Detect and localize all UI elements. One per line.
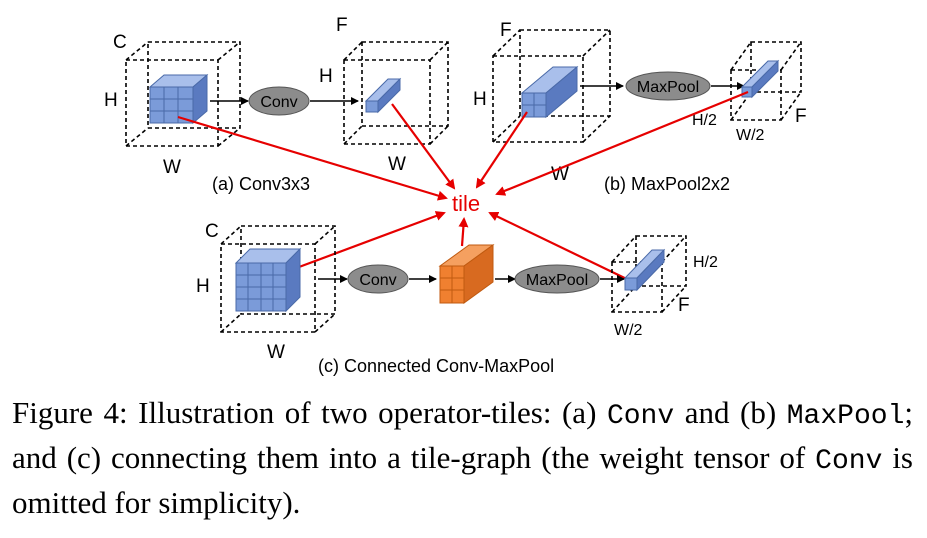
- maxpool-op-c: [514, 264, 600, 294]
- tile-label: tile: [452, 191, 480, 216]
- input-block-c: [234, 247, 302, 313]
- output-column-c: [623, 248, 666, 292]
- edge-a-input-to-tile: [177, 115, 448, 201]
- connected-conv-maxpool: C H W Conv MaxPool: [196, 221, 718, 376]
- edge-a-output-to-tile: [391, 103, 456, 190]
- maxpool-op-b: [625, 71, 711, 101]
- caption-suffix: is omitted for simplicity).: [12, 440, 913, 520]
- label-a-C: C: [113, 32, 127, 53]
- conv-op-a: [248, 86, 310, 116]
- output-tensor-box-a: [343, 41, 449, 145]
- label-c-W: W: [267, 342, 285, 363]
- label-b-H: H: [473, 89, 487, 110]
- conv-op-c: [347, 264, 409, 294]
- caption-mid1: and (b): [674, 395, 787, 430]
- intermediate-tile-c: [438, 244, 495, 304]
- label-c-H: H: [196, 276, 210, 297]
- input-block-b: [520, 65, 579, 119]
- caption-code-conv: Conv: [606, 401, 675, 432]
- edge-c-mid-to-tile: [458, 217, 469, 247]
- label-a-W: W: [163, 157, 181, 178]
- caption-b: (b) MaxPool2x2: [604, 174, 730, 194]
- input-tensor-box-a: [125, 41, 241, 147]
- label-a-H: H: [104, 90, 118, 111]
- label-c-W2: W/2: [614, 322, 643, 339]
- caption-c: (c) Connected Conv-MaxPool: [318, 356, 554, 376]
- conv-op-a-label: Conv: [260, 94, 297, 111]
- label-a-W-out: W: [388, 154, 406, 175]
- output-column-a: [364, 77, 402, 114]
- maxpool-op-b-label: MaxPool: [637, 79, 699, 96]
- input-tensor-box-c: [220, 225, 336, 333]
- input-kernel-block-a: [148, 73, 209, 125]
- edge-b-output-to-tile: [495, 90, 749, 196]
- edge-c-output-to-tile: [488, 211, 636, 284]
- label-c-C: C: [205, 221, 219, 242]
- caption-code-conv2: Conv: [815, 446, 883, 477]
- conv-op-c-label: Conv: [359, 272, 396, 289]
- label-b-W2: W/2: [736, 127, 765, 144]
- conv3x3-tile: C H W Conv F H W (a) Conv3x3: [104, 15, 449, 194]
- label-b-F-out: F: [795, 106, 807, 127]
- operator-tiles-diagram: C H W Conv F H W (a) Conv3x3: [104, 15, 807, 376]
- maxpool-op-c-label: MaxPool: [526, 272, 588, 289]
- maxpool2x2-tile: F H W MaxPool H/2 W/2 F (b) MaxPool2x2: [473, 20, 807, 194]
- label-b-H2: H/2: [692, 112, 717, 129]
- label-c-H2: H/2: [693, 254, 718, 271]
- figure-caption: Figure 4: Illustration of two operator-t…: [0, 392, 927, 523]
- label-a-F: F: [336, 15, 348, 36]
- edge-c-input-to-tile: [290, 211, 446, 272]
- caption-mid2: ; and (c) connecting them into a tile-gr…: [12, 395, 913, 475]
- caption-prefix: Figure 4: Illustration of two operator-t…: [12, 395, 607, 430]
- caption-code-maxpool: MaxPool: [786, 401, 905, 432]
- label-c-F: F: [678, 295, 690, 316]
- label-b-W: W: [551, 164, 569, 185]
- caption-a: (a) Conv3x3: [212, 174, 310, 194]
- label-b-F: F: [500, 20, 512, 41]
- edge-b-input-to-tile: [475, 111, 528, 189]
- label-a-H-out: H: [319, 66, 333, 87]
- input-tensor-box-b: [492, 29, 611, 143]
